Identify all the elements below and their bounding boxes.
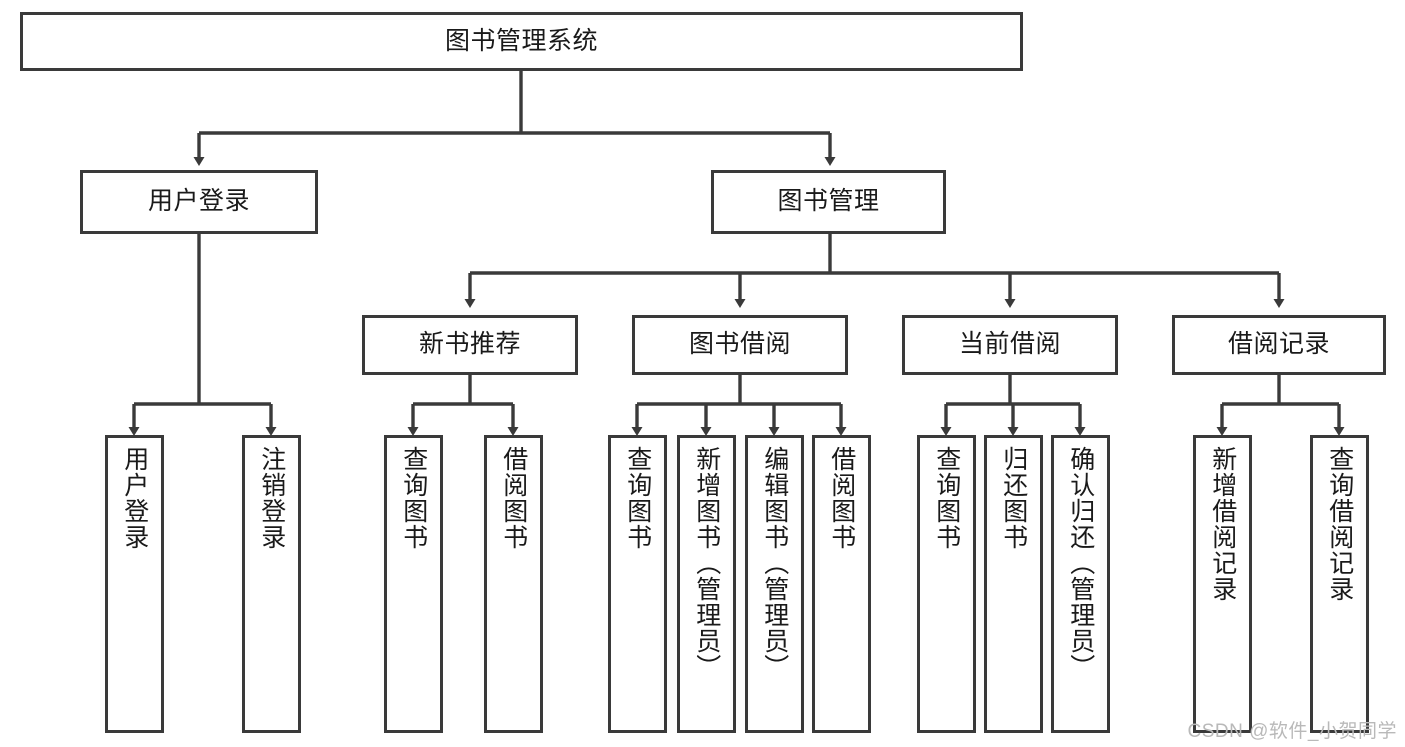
node-book-management[interactable]: 图书管理 [711,170,946,234]
leaf-node-add-borrow-record[interactable]: 新增借阅记录 [1193,435,1252,733]
leaf-node-edit-book-admin[interactable]: 编辑图书（管理员） [745,435,804,733]
leaf-node-query-borrow-record-label: 查询借阅记录 [1325,446,1354,602]
leaf-node-borrow-book-1-label: 借阅图书 [499,446,528,550]
node-new-book-recommend-label: 新书推荐 [418,330,521,359]
node-book-borrow[interactable]: 图书借阅 [632,315,848,375]
node-borrow-records-label: 借阅记录 [1227,330,1330,359]
watermark-text: CSDN @软件_小贺同学 [1187,721,1397,742]
leaf-node-logout[interactable]: 注销登录 [242,435,301,733]
node-root[interactable]: 图书管理系统 [20,12,1023,71]
node-new-book-recommend[interactable]: 新书推荐 [362,315,578,375]
leaf-node-borrow-book-2-label: 借阅图书 [827,446,856,550]
leaf-node-query-book-2-label: 查询图书 [623,446,652,550]
leaf-node-return-book-label: 归还图书 [999,446,1028,550]
node-user-login[interactable]: 用户登录 [80,170,318,234]
leaf-node-borrow-book-1[interactable]: 借阅图书 [484,435,543,733]
leaf-node-add-book-admin[interactable]: 新增图书（管理员） [677,435,736,733]
node-book-borrow-label: 图书借阅 [688,330,791,359]
node-book-management-label: 图书管理 [777,187,880,216]
node-current-borrow-label: 当前借阅 [958,330,1061,359]
leaf-node-query-book-1[interactable]: 查询图书 [384,435,443,733]
leaf-node-query-book-1-label: 查询图书 [399,446,428,550]
leaf-node-query-book-2[interactable]: 查询图书 [608,435,667,733]
leaf-node-edit-book-admin-label: 编辑图书（管理员） [760,446,789,680]
leaf-node-query-borrow-record[interactable]: 查询借阅记录 [1310,435,1369,733]
leaf-node-add-book-admin-label: 新增图书（管理员） [692,446,721,680]
leaf-node-user-login-label: 用户登录 [120,446,149,550]
leaf-node-user-login[interactable]: 用户登录 [105,435,164,733]
leaf-node-query-book-3-label: 查询图书 [932,446,961,550]
leaf-node-add-borrow-record-label: 新增借阅记录 [1208,446,1237,602]
leaf-node-confirm-return-admin-label: 确认归还（管理员） [1066,446,1095,680]
leaf-node-return-book[interactable]: 归还图书 [984,435,1043,733]
leaf-node-borrow-book-2[interactable]: 借阅图书 [812,435,871,733]
node-current-borrow[interactable]: 当前借阅 [902,315,1118,375]
node-root-label: 图书管理系统 [444,26,598,55]
leaf-node-query-book-3[interactable]: 查询图书 [917,435,976,733]
leaf-node-confirm-return-admin[interactable]: 确认归还（管理员） [1051,435,1110,733]
leaf-node-logout-label: 注销登录 [257,446,286,550]
node-borrow-records[interactable]: 借阅记录 [1172,315,1386,375]
node-user-login-label: 用户登录 [147,187,250,216]
